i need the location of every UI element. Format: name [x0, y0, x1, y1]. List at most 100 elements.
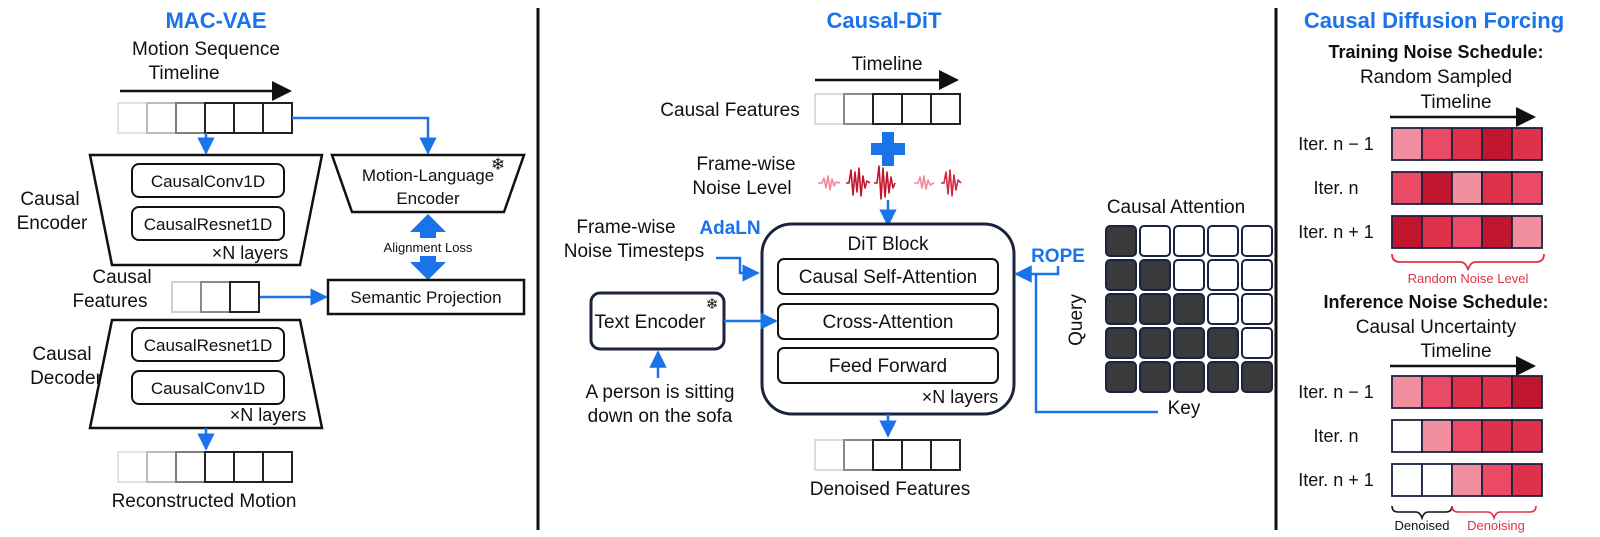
alignment-double-arrow [410, 214, 446, 280]
noise-level-label-1: Frame-wise [696, 154, 795, 175]
attention-cell-r3-c2 [1173, 327, 1205, 359]
training-cell-r1-c0 [1391, 171, 1423, 205]
decoder-label-2: Decoder [30, 368, 102, 389]
training-schedule-grid: Iter. n − 1 Iter. n Iter. n + 1 [1298, 127, 1543, 249]
decoder-block-resnet [131, 327, 285, 362]
dit-layers-label: ×N layers [922, 387, 999, 407]
inference-cell-r2-c3 [1481, 463, 1513, 497]
reconstructed-motion-label: Reconstructed Motion [112, 491, 297, 512]
training-schedule-subtitle: Random Sampled [1360, 67, 1512, 88]
encoder-block-resnet [131, 206, 285, 241]
inference-cell-r0-c4 [1511, 375, 1543, 409]
attention-cell-r1-c0 [1105, 259, 1137, 291]
semantic-projection-label: Semantic Projection [350, 288, 501, 307]
noise-level-label-2: Noise Level [692, 178, 791, 199]
encoder-layers-label: ×N layers [212, 243, 289, 263]
dit-timeline-label: Timeline [851, 54, 922, 75]
denoised-feature-cells [814, 439, 961, 471]
adaln-arrow [716, 256, 760, 282]
inference-schedule-subtitle: Causal Uncertainty [1356, 317, 1517, 338]
cross-attention-block [777, 303, 999, 340]
training-row-label-0: Iter. n − 1 [1298, 134, 1374, 154]
denoising-brace [1451, 505, 1537, 521]
causal-dit-title: Causal-DiT [827, 8, 942, 33]
inference-cell-r1-c0 [1391, 419, 1423, 453]
training-cell-r0-c4 [1511, 127, 1543, 161]
plus-icon [871, 132, 905, 166]
inference-cell-r0-c3 [1481, 375, 1513, 409]
mac-vae-title: MAC-VAE [165, 8, 266, 33]
encoder-label-1: Causal [20, 189, 79, 210]
causal-dit-panel: Causal-DiT Timeline Causal Features Fram… [564, 8, 1273, 500]
inference-timeline-label: Timeline [1420, 341, 1491, 362]
training-row-label-2: Iter. n + 1 [1298, 222, 1374, 242]
rope-label: ROPE [1031, 246, 1085, 267]
attention-cell-r2-c2 [1173, 293, 1205, 325]
training-cell-r2-c3 [1481, 215, 1513, 249]
mle-shape [330, 153, 526, 214]
training-row-label-1: Iter. n [1313, 178, 1358, 198]
feed-forward-block [777, 347, 999, 384]
inference-cell-r1-c3 [1481, 419, 1513, 453]
dit-feature-cells [814, 93, 961, 125]
inference-row-label-0: Iter. n − 1 [1298, 382, 1374, 402]
attention-cell-r0-c4 [1241, 225, 1273, 257]
attention-cell-r3-c3 [1207, 327, 1239, 359]
attention-cell-r0-c2 [1173, 225, 1205, 257]
attention-cell-r4-c2 [1173, 361, 1205, 393]
motion-sequence-cells [117, 102, 293, 134]
training-cell-r0-c1 [1421, 127, 1453, 161]
mac-vae-panel: MAC-VAE Motion Sequence Timeline CausalC… [17, 8, 526, 512]
inference-cell-r2-c4 [1511, 463, 1543, 497]
text-encoder-label: Text Encoder [595, 312, 707, 333]
inference-cell-r2-c1 [1421, 463, 1453, 497]
inference-cell-r0-c0 [1391, 375, 1423, 409]
inference-row-label-2: Iter. n + 1 [1298, 470, 1374, 490]
attention-cell-r3-c4 [1241, 327, 1273, 359]
random-noise-level-label: Random Noise Level [1408, 271, 1529, 286]
denoised-label: Denoised [1395, 518, 1450, 533]
decoder-block-conv [131, 370, 285, 405]
denoising-label: Denoising [1467, 518, 1525, 533]
encoder-block-conv-label: CausalConv1D [151, 172, 265, 191]
noise-waveforms [818, 165, 962, 200]
training-cell-r0-c2 [1451, 127, 1483, 161]
dit-block-title: DiT Block [848, 234, 929, 255]
inference-cell-r2-c2 [1451, 463, 1483, 497]
timesteps-label-2: Noise Timesteps [564, 241, 704, 262]
inference-cell-r0-c2 [1451, 375, 1483, 409]
attention-cell-r2-c1 [1139, 293, 1171, 325]
attention-cell-r2-c4 [1241, 293, 1273, 325]
forcing-title: Causal Diffusion Forcing [1304, 8, 1564, 33]
inference-schedule-title: Inference Noise Schedule: [1323, 292, 1548, 312]
dit-causal-features-label: Causal Features [660, 100, 799, 121]
denoised-features-label: Denoised Features [810, 479, 971, 500]
training-timeline-label: Timeline [1420, 92, 1491, 113]
attention-cell-r0-c3 [1207, 225, 1239, 257]
feed-forward-label: Feed Forward [829, 356, 947, 377]
attention-cell-r4-c3 [1207, 361, 1239, 393]
inference-cell-r1-c2 [1451, 419, 1483, 453]
denoised-brace [1391, 505, 1453, 521]
causal-attention-matrix [1105, 225, 1273, 393]
key-label: Key [1168, 398, 1201, 419]
attention-cell-r0-c0 [1105, 225, 1137, 257]
prompt-line-1: A person is sitting [586, 382, 735, 403]
attention-cell-r0-c1 [1139, 225, 1171, 257]
encoder-label-2: Encoder [17, 213, 88, 234]
training-cell-r0-c3 [1481, 127, 1513, 161]
attention-cell-r1-c4 [1241, 259, 1273, 291]
decoder-block-conv-label: CausalConv1D [151, 379, 265, 398]
self-attention-block [777, 258, 999, 295]
query-label: Query [1066, 294, 1087, 346]
timesteps-label-1: Frame-wise [576, 217, 675, 238]
attention-cell-r2-c0 [1105, 293, 1137, 325]
attention-cell-r4-c1 [1139, 361, 1171, 393]
attention-cell-r4-c0 [1105, 361, 1137, 393]
encoder-block-resnet-label: CausalResnet1D [144, 215, 273, 234]
training-cell-r2-c0 [1391, 215, 1423, 249]
decoder-block-resnet-label: CausalResnet1D [144, 336, 273, 355]
training-cell-r1-c3 [1481, 171, 1513, 205]
